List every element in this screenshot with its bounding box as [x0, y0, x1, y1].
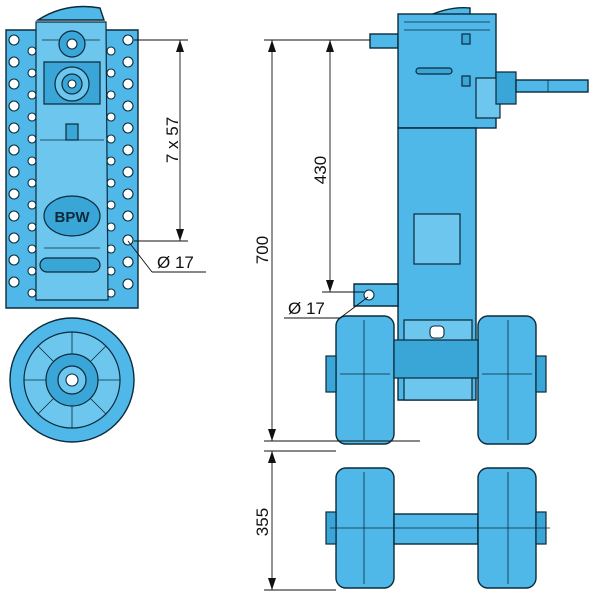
bpw-logo: BPW [43, 195, 101, 237]
hole-diameter-front-label: Ø 17 [157, 253, 194, 272]
front-left-holes [8, 34, 37, 298]
bottom-axle [393, 513, 479, 545]
front-wheel-hub [65, 373, 79, 387]
side-view [325, 7, 589, 445]
side-crank-stub [369, 33, 399, 49]
logo-text: BPW [55, 209, 91, 226]
side-crank-shaft [515, 79, 589, 93]
pin-height-label: 430 [311, 156, 330, 184]
front-wheel-ribs [24, 332, 120, 428]
side-pin-hole [363, 289, 375, 301]
front-right-holes [106, 34, 134, 298]
side-wheel-right [477, 315, 547, 445]
hole-pitch-label: 7 x 57 [163, 117, 182, 163]
side-dimensions: 700 430 Ø 17 355 [253, 39, 420, 591]
side-wheel-left [325, 315, 395, 445]
front-dimensions: 7 x 57 Ø 17 [127, 39, 206, 273]
side-label-panel [413, 213, 461, 265]
front-view: BPW [5, 5, 139, 443]
front-slot [39, 257, 101, 273]
wheel-height-label: 355 [253, 508, 272, 536]
hole-diameter-side-label: Ø 17 [288, 299, 325, 318]
side-pin-bracket [353, 283, 399, 307]
front-top-cap [35, 5, 105, 21]
total-height-label: 700 [253, 236, 272, 264]
bottom-view [325, 467, 550, 589]
